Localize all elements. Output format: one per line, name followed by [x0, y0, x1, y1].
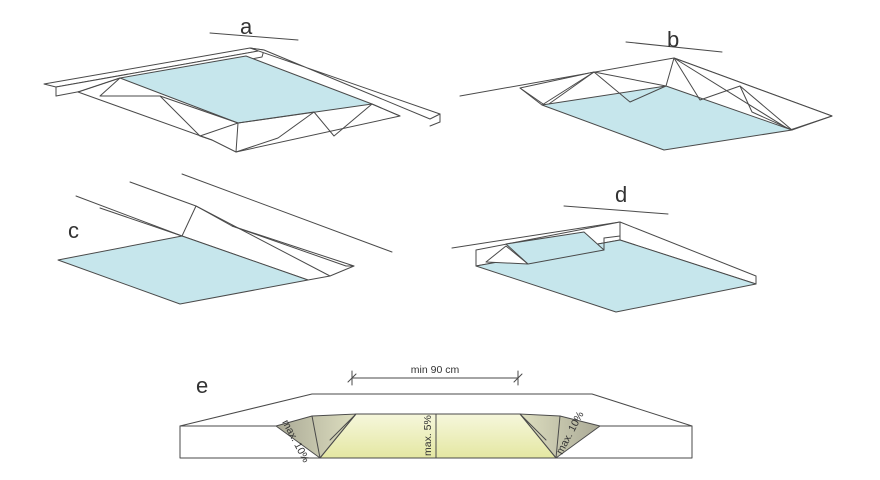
label-e: e: [196, 373, 208, 398]
dimension-slash-right: [513, 373, 523, 383]
ramp-e: e min 90 cm max. 10% max. 5% max. 10%: [179, 364, 693, 465]
ramp-e-left-inner: [329, 413, 357, 441]
ramp-b-flare-lines: [519, 57, 833, 131]
ramp-d: d: [451, 182, 757, 313]
label-d: d: [615, 182, 627, 207]
ramp-d-step: [485, 245, 529, 265]
ramp-c-line-1: [75, 195, 183, 237]
slope-center-label: max. 5%: [422, 415, 434, 456]
ramp-c-line-3: [129, 181, 197, 207]
ramp-c-wall-line: [231, 225, 347, 267]
ramp-a-curb-right: [249, 47, 441, 120]
label-c: c: [68, 218, 79, 243]
ramp-e-left-crease: [311, 415, 321, 459]
ramp-e-right-inner: [519, 413, 547, 441]
ramp-a-flare-left: [77, 77, 213, 141]
ramp-c-wall-line-2: [195, 205, 331, 277]
ramp-d-leader-line: [563, 205, 669, 215]
ramp-a-leader-line: [209, 32, 299, 41]
ramp-b-flare-left: [519, 71, 595, 107]
dimension-width-label: min 90 cm: [411, 364, 460, 376]
ramp-d-back-line: [451, 221, 621, 249]
ramp-b-curb-line: [459, 57, 675, 97]
ramp-b-side-edge: [739, 85, 793, 131]
dimension-slash-left: [347, 373, 357, 383]
label-b: b: [667, 27, 679, 52]
ramp-b-top-edge: [593, 71, 667, 87]
ramp-a-edge: [237, 111, 315, 124]
ramp-a-curb-end-right-2: [429, 121, 441, 127]
ramp-d-raised-edge-2: [603, 235, 621, 239]
ramp-b: b: [459, 27, 833, 151]
label-a: a: [240, 14, 253, 39]
ramp-c-line-2: [99, 207, 183, 237]
ramp-b-leader-line: [625, 41, 723, 53]
ramp-a: a: [43, 14, 441, 153]
ramp-c-surface: [57, 235, 309, 305]
ramp-e-center-surface: [318, 413, 558, 459]
ramp-c: c: [57, 173, 393, 305]
ramp-e-right-crease: [555, 415, 561, 459]
ramp-c-line-4: [181, 173, 393, 253]
